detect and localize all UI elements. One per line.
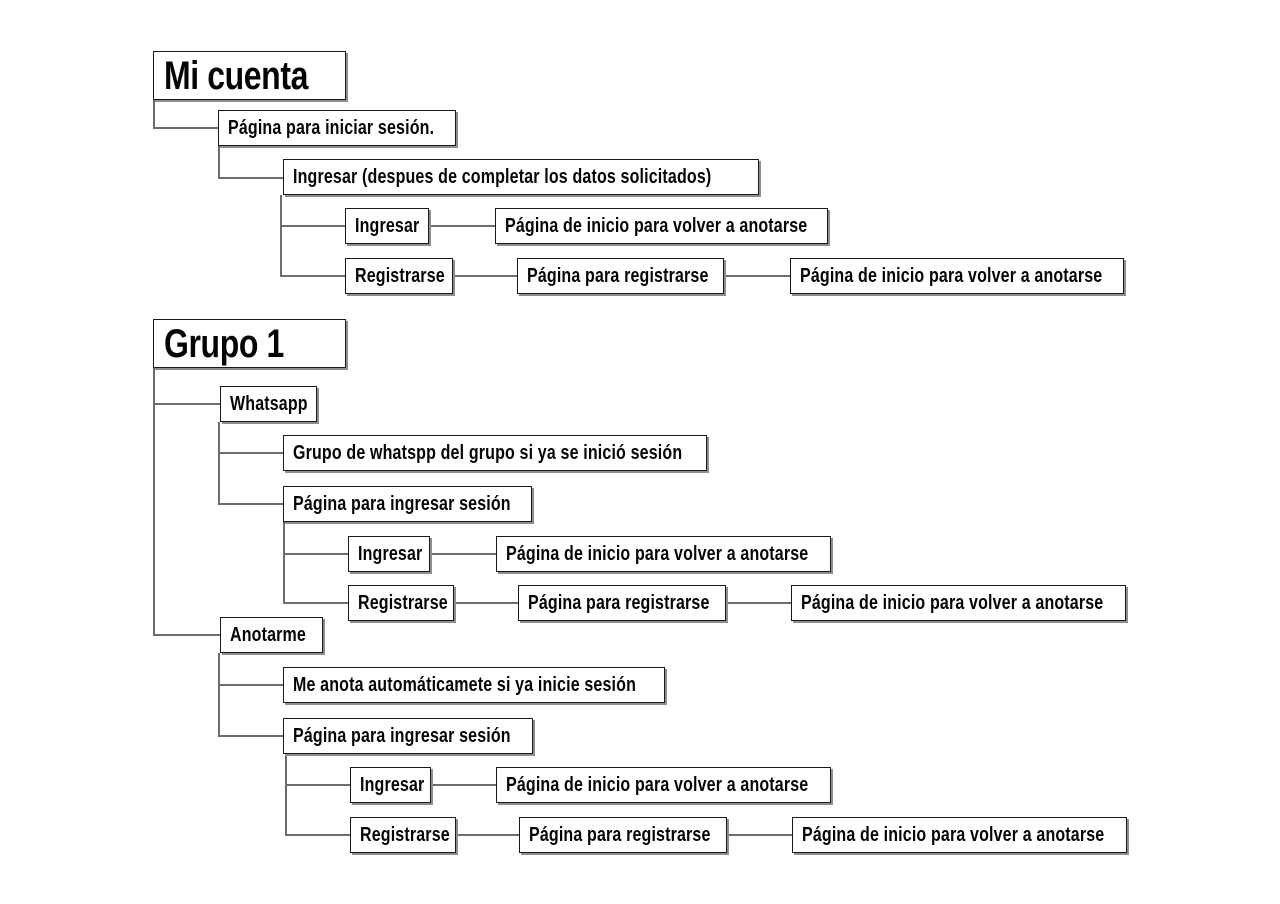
node-ingresar-1[interactable]: Ingresar xyxy=(345,208,429,244)
node-label: Página para registrarse xyxy=(527,265,709,287)
node-label: Página de inicio para volver a anotarse xyxy=(506,774,809,796)
node-pagina-iniciar-sesion[interactable]: Página para iniciar sesión. xyxy=(218,110,456,146)
node-registrarse-2[interactable]: Registrarse xyxy=(348,585,454,621)
wire-s2-n11-to-ingresar xyxy=(285,753,351,786)
node-label: Whatsapp xyxy=(230,393,308,415)
wire-s1-n2-to-n3 xyxy=(280,195,346,227)
section-header-grupo-1[interactable]: Grupo 1 xyxy=(153,319,346,368)
wire-s2-anotarme-to-n11 xyxy=(218,653,284,737)
node-label: Ingresar xyxy=(360,774,425,796)
node-pagina-inicio-volver-anotarse-5[interactable]: Página de inicio para volver a anotarse xyxy=(496,767,831,803)
wire-s1-n2-to-n5 xyxy=(280,195,346,277)
section-header-mi-cuenta[interactable]: Mi cuenta xyxy=(153,51,346,100)
node-pagina-ingresar-sesion-2[interactable]: Página para ingresar sesión xyxy=(283,718,533,754)
node-pagina-ingresar-sesion-1[interactable]: Página para ingresar sesión xyxy=(283,486,532,522)
section-header-label: Mi cuenta xyxy=(164,53,308,98)
wire-s2-anotarme-to-n10 xyxy=(218,653,284,686)
node-ingresar-3[interactable]: Ingresar xyxy=(350,767,431,803)
node-ingresar-despues-de-completar[interactable]: Ingresar (despues de completar los datos… xyxy=(283,159,759,195)
node-label: Grupo de whatspp del grupo si ya se inic… xyxy=(293,442,683,464)
node-label: Anotarme xyxy=(230,624,306,646)
node-pagina-para-registrarse-1[interactable]: Página para registrarse xyxy=(517,258,724,294)
node-pagina-inicio-volver-anotarse-1[interactable]: Página de inicio para volver a anotarse xyxy=(495,208,828,244)
wire-s2-whatsapp-to-n3 xyxy=(218,422,284,505)
wire-s2-header-to-whatsapp xyxy=(153,368,221,405)
node-label: Página para ingresar sesión xyxy=(293,725,511,747)
node-registrarse-3[interactable]: Registrarse xyxy=(350,817,456,853)
node-label: Página de inicio para volver a anotarse xyxy=(505,215,808,237)
node-label: Página para ingresar sesión xyxy=(293,493,511,515)
node-pagina-inicio-volver-anotarse-4[interactable]: Página de inicio para volver a anotarse xyxy=(791,585,1126,621)
node-ingresar-2[interactable]: Ingresar xyxy=(348,536,430,572)
node-pagina-para-registrarse-3[interactable]: Página para registrarse xyxy=(519,817,727,853)
node-label: Registrarse xyxy=(358,592,448,614)
node-label: Página de inicio para volver a anotarse xyxy=(801,592,1104,614)
node-label: Página de inicio para volver a anotarse xyxy=(506,543,809,565)
node-label: Página de inicio para volver a anotarse xyxy=(800,265,1103,287)
node-whatsapp[interactable]: Whatsapp xyxy=(220,386,317,422)
node-pagina-inicio-volver-anotarse-2[interactable]: Página de inicio para volver a anotarse xyxy=(790,258,1124,294)
wire-s1-header-to-n1 xyxy=(153,100,219,129)
node-pagina-para-registrarse-2[interactable]: Página para registrarse xyxy=(518,585,726,621)
node-registrarse-1[interactable]: Registrarse xyxy=(345,258,453,294)
node-label: Página para registrarse xyxy=(528,592,710,614)
node-label: Página de inicio para volver a anotarse xyxy=(802,824,1105,846)
node-label: Página para iniciar sesión. xyxy=(228,117,435,139)
node-pagina-inicio-volver-anotarse-6[interactable]: Página de inicio para volver a anotarse xyxy=(792,817,1127,853)
node-pagina-inicio-volver-anotarse-3[interactable]: Página de inicio para volver a anotarse xyxy=(496,536,831,572)
node-label: Página para registrarse xyxy=(529,824,711,846)
wire-s2-header-to-anotarme xyxy=(153,368,221,636)
wire-s2-n11-to-registrarse xyxy=(285,753,351,836)
node-label: Registrarse xyxy=(355,265,445,287)
node-me-anota-automaticamente[interactable]: Me anota automáticamete si ya inicie ses… xyxy=(283,667,665,703)
wire-s1-n1-to-n2 xyxy=(218,146,284,179)
wire-s2-n3-to-ingresar xyxy=(283,521,349,555)
node-label: Ingresar xyxy=(358,543,423,565)
node-label: Me anota automáticamete si ya inicie ses… xyxy=(293,674,637,696)
wire-s2-whatsapp-to-n2 xyxy=(218,422,284,454)
node-label: Ingresar xyxy=(355,215,420,237)
node-label: Registrarse xyxy=(360,824,450,846)
node-anotarme[interactable]: Anotarme xyxy=(220,617,323,653)
node-grupo-whatsapp-sesion[interactable]: Grupo de whatspp del grupo si ya se inic… xyxy=(283,435,707,471)
node-label: Ingresar (despues de completar los datos… xyxy=(293,166,712,188)
section-header-label: Grupo 1 xyxy=(164,321,284,366)
wire-s2-n3-to-registrarse xyxy=(283,521,349,604)
